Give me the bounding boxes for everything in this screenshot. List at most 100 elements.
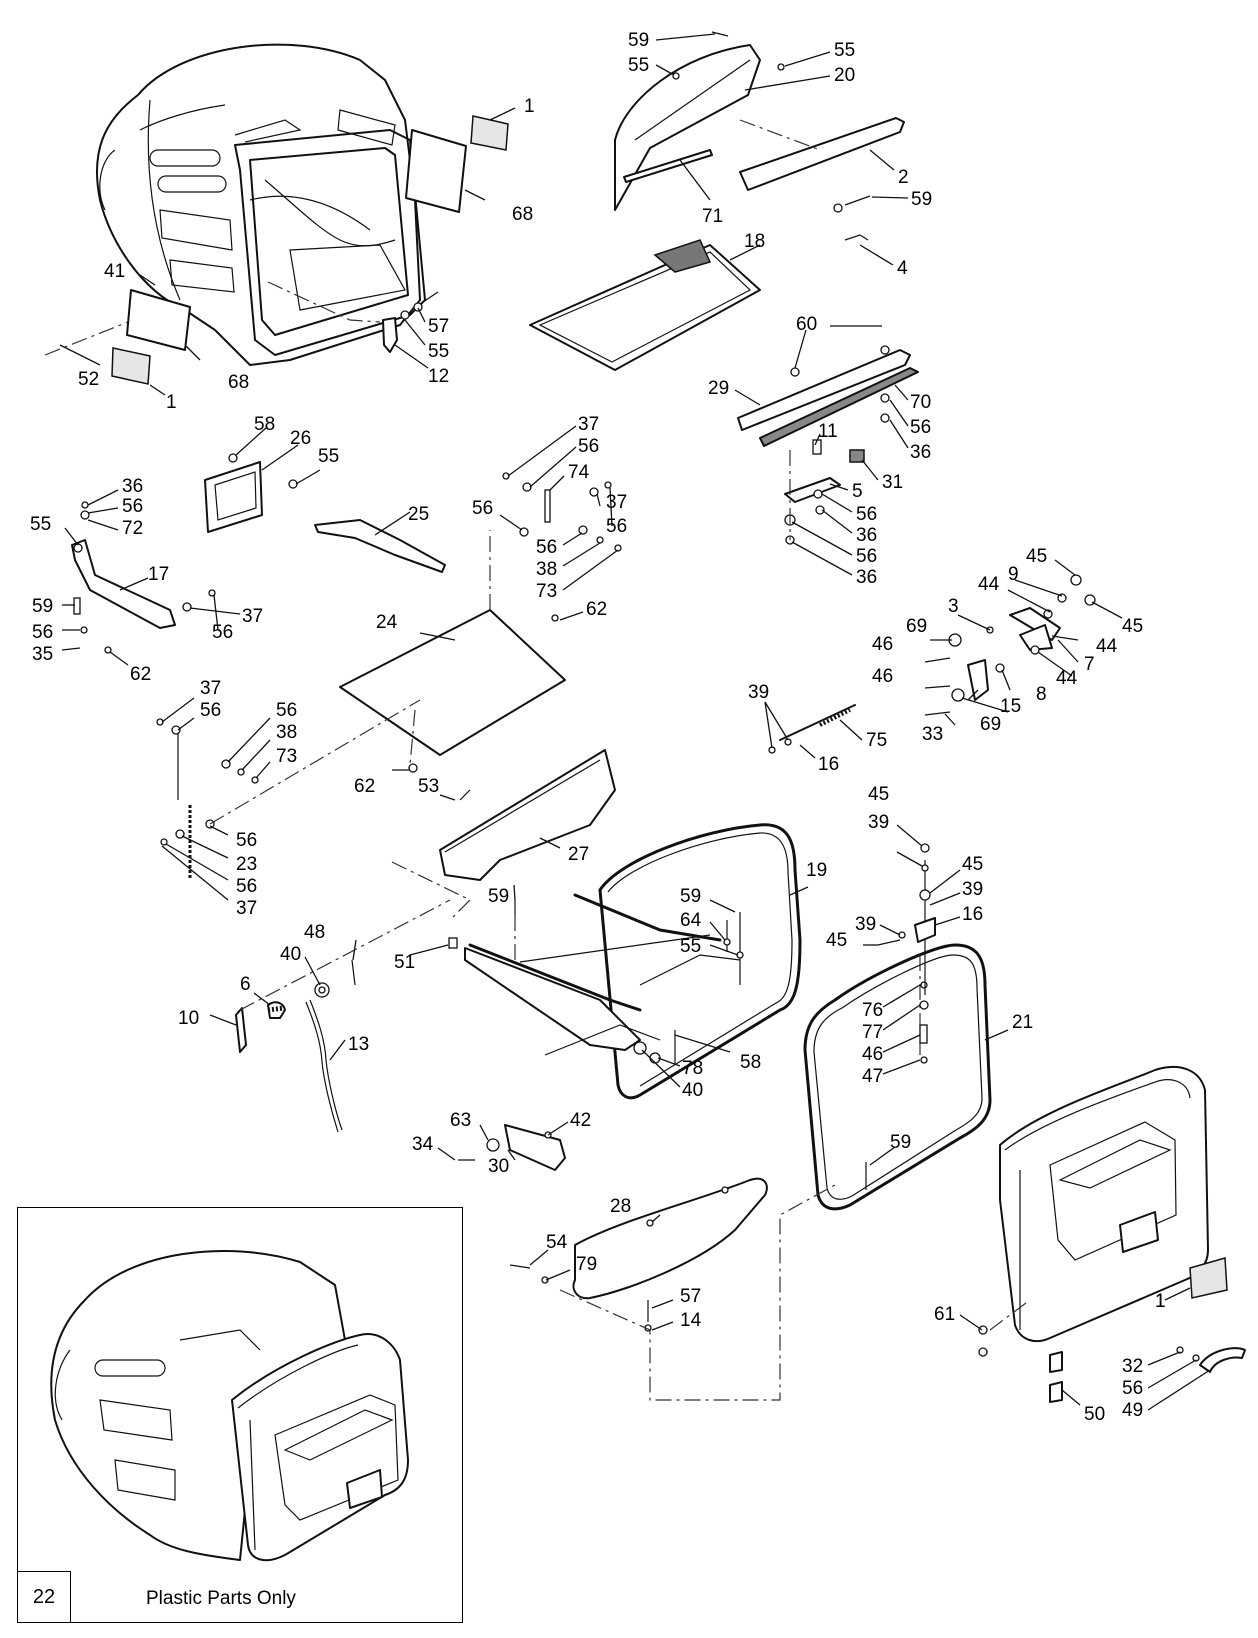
- callout: 56: [276, 700, 297, 721]
- inset-cab-illustration: [50, 1249, 409, 1562]
- callout: 58: [740, 1052, 761, 1073]
- callout: 6: [240, 974, 251, 995]
- callout: 39: [855, 914, 876, 935]
- callout: 55: [680, 936, 701, 957]
- callout: 13: [348, 1034, 369, 1055]
- callout: 16: [962, 904, 983, 925]
- callout: 36: [856, 567, 877, 588]
- callout: 42: [570, 1110, 591, 1131]
- callout: 68: [228, 372, 249, 393]
- callout: 52: [78, 369, 99, 390]
- callout: 46: [872, 634, 893, 655]
- inset-caption: Plastic Parts Only: [146, 1588, 296, 1609]
- shield-27: [391, 749, 616, 921]
- callout: 5: [852, 481, 863, 502]
- door-assembly: [978, 1065, 1246, 1403]
- callout: 28: [610, 1196, 631, 1217]
- chain-23: [156, 699, 421, 880]
- callout: 59: [890, 1132, 911, 1153]
- callout: 57: [428, 316, 449, 337]
- callout: 37: [200, 678, 221, 699]
- rail-29: [737, 345, 919, 447]
- front-panel-28: [509, 1177, 836, 1401]
- callout: 36: [910, 442, 931, 463]
- callout: 69: [980, 714, 1001, 735]
- callout: 62: [586, 599, 607, 620]
- callout: 56: [856, 504, 877, 525]
- callout: 33: [922, 724, 943, 745]
- callout: 75: [866, 730, 887, 751]
- callout: 23: [236, 854, 257, 875]
- frame-19: [448, 823, 802, 1100]
- callout: 50: [1084, 1404, 1105, 1425]
- callout: 56: [536, 537, 557, 558]
- callout: 35: [32, 644, 53, 665]
- leader-lines: [59, 33, 1211, 1411]
- callout: 19: [806, 860, 827, 881]
- callout: 56: [236, 830, 257, 851]
- callout: 59: [32, 596, 53, 617]
- callout: 55: [834, 40, 855, 61]
- callout: 63: [450, 1110, 471, 1131]
- callout: 77: [862, 1022, 883, 1043]
- handle-latch-13: [235, 899, 451, 1133]
- callout: 73: [276, 746, 297, 767]
- callout: 29: [708, 378, 729, 399]
- rod-75: [768, 704, 856, 754]
- callout: 27: [568, 844, 589, 865]
- callout: 59: [488, 886, 509, 907]
- callout: 47: [862, 1066, 883, 1087]
- callout: 16: [818, 754, 839, 775]
- callout: 25: [408, 504, 429, 525]
- callout: 55: [428, 341, 449, 362]
- callout: 10: [178, 1008, 199, 1029]
- linkage-assembly: [924, 574, 1096, 716]
- callout: 70: [910, 392, 931, 413]
- callout: 1: [1155, 1291, 1166, 1312]
- callout: 64: [680, 910, 702, 931]
- callout: 56: [200, 700, 221, 721]
- callout: 55: [30, 514, 51, 535]
- callout: 78: [682, 1058, 703, 1079]
- callout: 56: [856, 546, 877, 567]
- callout: 58: [254, 414, 275, 435]
- callout: 40: [682, 1080, 703, 1101]
- callout: 74: [568, 462, 590, 483]
- callout: 1: [166, 392, 177, 413]
- callout: 1: [524, 96, 535, 117]
- callout: 37: [606, 492, 627, 513]
- callout: 31: [882, 472, 903, 493]
- callout: 32: [1122, 1356, 1143, 1377]
- callout: 62: [130, 664, 151, 685]
- callout: 45: [1026, 546, 1047, 567]
- callout: 68: [512, 204, 533, 225]
- callout: 21: [1012, 1012, 1033, 1033]
- callout: 72: [122, 518, 143, 539]
- callout: 4: [897, 258, 908, 279]
- callout: 56: [122, 496, 143, 517]
- callout: 30: [488, 1156, 509, 1177]
- callout: 51: [394, 952, 415, 973]
- callout: 56: [32, 622, 53, 643]
- roof-deflector-20: [614, 31, 785, 211]
- callout: 15: [1000, 696, 1021, 717]
- callout: 40: [280, 944, 301, 965]
- callout: 73: [536, 581, 557, 602]
- callout: 48: [304, 922, 325, 943]
- callout: 20: [834, 65, 855, 86]
- callout: 71: [702, 206, 723, 227]
- callout: 14: [680, 1310, 702, 1331]
- filter-18: [529, 239, 761, 371]
- callout: 69: [906, 616, 927, 637]
- cover-plate-24: [339, 530, 566, 773]
- callout: 49: [1122, 1400, 1143, 1421]
- callout: 45: [962, 854, 983, 875]
- callout: 56: [910, 417, 931, 438]
- callout: 56: [472, 498, 493, 519]
- door-frame-21: [803, 843, 992, 1211]
- callout: 9: [1008, 564, 1019, 585]
- callout: 59: [628, 30, 649, 51]
- callout: 37: [578, 414, 599, 435]
- callout: 39: [962, 879, 983, 900]
